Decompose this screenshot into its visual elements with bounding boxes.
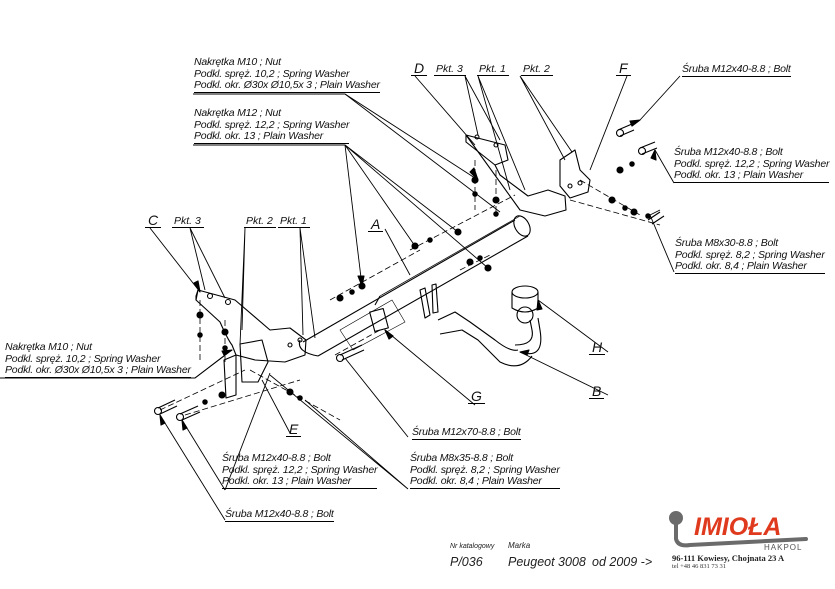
callout-line: Podkl. spręż. 8,2 ; Spring Washer xyxy=(675,248,825,261)
callout-bolt-m12x40-top: Śruba M12x40-8.8 ; Bolt xyxy=(682,63,791,77)
callout-line: Podkl. okr. 8,4 ; Plain Washer xyxy=(410,475,560,489)
logo-text: IMIOŁA xyxy=(694,513,782,541)
part-label-f: F xyxy=(616,61,631,76)
callout-line: Podkl. okr. 13 ; Plain Washer xyxy=(194,130,350,144)
company-address: 96-111 Kowiesy, Chojnata 23 A xyxy=(672,553,785,563)
callout-line: Podkl. okr. 13 ; Plain Washer xyxy=(674,169,830,183)
callout-line: Podkl. okr. Ø30x Ø10,5x 3 ; Plain Washer xyxy=(5,364,191,378)
part-label-g: G xyxy=(468,389,485,404)
part-label-a: A xyxy=(368,217,384,232)
logo-swoosh xyxy=(674,521,808,548)
catalog-number-label: Nr katalogowy xyxy=(450,543,495,550)
hardware-chains xyxy=(159,160,661,421)
callout-line: Podkl. spręż. 10,2 ; Spring Washer xyxy=(194,67,350,80)
part-label-b: B xyxy=(589,384,605,399)
logo-towball-icon xyxy=(669,511,683,525)
leader-arrowheads xyxy=(159,119,657,431)
imiola-hakpol-logo: IMIOŁA HAKPOL xyxy=(669,511,808,552)
right-plate-f xyxy=(559,149,591,199)
part-label-e: E xyxy=(286,422,302,437)
bolts xyxy=(153,123,665,422)
callout-line: Podkl. spręż. 12,2 ; Spring Washer xyxy=(674,157,830,170)
callout-line: Podkl. okr. Ø30x Ø10,5x 3 ; Plain Washer xyxy=(194,79,380,93)
callout-line: Nakrętka M10 ; Nut xyxy=(194,56,281,68)
callout-bolt-m12x70: Śruba M12x70-8.8 ; Bolt xyxy=(412,426,521,440)
part-label-c: C xyxy=(145,213,162,228)
callout-line: Podkl. okr. 13 ; Plain Washer xyxy=(222,475,378,489)
callout-nut-m10-top: Nakrętka M10 ; Nut Podkl. spręż. 10,2 ; … xyxy=(194,56,380,93)
left-bracket-c xyxy=(195,289,307,399)
callout-bolt-m12x40-lowest: Śruba M12x40-8.8 ; Bolt xyxy=(225,508,334,522)
socket-plate-g xyxy=(369,283,439,333)
callout-nut-m12-top: Nakrętka M12 ; Nut Podkl. spręż. 12,2 ; … xyxy=(194,107,350,144)
point-label-pkt2-left: Pkt. 2 xyxy=(244,215,276,228)
year-range: od 2009 -> xyxy=(592,555,653,569)
point-label-pkt2-top: Pkt. 2 xyxy=(521,63,553,76)
point-label-pkt1-left: Pkt. 1 xyxy=(278,215,310,228)
part-label-h: H xyxy=(589,340,606,355)
catalog-number-value: P/036 xyxy=(450,555,483,569)
crossbar-tube xyxy=(298,215,531,357)
point-label-pkt1-top: Pkt. 1 xyxy=(477,63,509,76)
leader-lines xyxy=(0,75,681,521)
logo-subtext: HAKPOL xyxy=(764,543,802,552)
callout-line: Śruba M12x40-8.8 ; Bolt xyxy=(682,63,791,77)
callout-bolt-m12x40-right: Śruba M12x40-8.8 ; Bolt Podkl. spręż. 12… xyxy=(674,146,830,183)
callout-nut-m10-left: Nakrętka M10 ; Nut Podkl. spręż. 10,2 ; … xyxy=(5,341,191,378)
callout-line: Nakrętka M12 ; Nut xyxy=(194,107,281,119)
callout-bolt-m8x30: Śruba M8x30-8.8 ; Bolt Podkl. spręż. 8,2… xyxy=(675,237,825,274)
callout-line: Podkl. spręż. 10,2 ; Spring Washer xyxy=(5,352,161,365)
company-phone: tel +48 46 831 73 31 xyxy=(672,563,727,570)
point-label-pkt3-left: Pkt. 3 xyxy=(172,215,204,228)
callout-bolt-m12x40-bottom: Śruba M12x40-8.8 ; Bolt Podkl. spręż. 12… xyxy=(222,452,378,489)
callout-line: Śruba M8x30-8.8 ; Bolt xyxy=(675,237,778,249)
callout-line: Śruba M12x40-8.8 ; Bolt xyxy=(225,508,334,522)
brand-value: Peugeot 3008 xyxy=(508,555,586,569)
callout-line: Podkl. spręż. 8,2 ; Spring Washer xyxy=(410,463,560,476)
callout-line: Podkl. okr. 8,4 ; Plain Washer xyxy=(675,260,825,274)
callout-line: Podkl. spręż. 12,2 ; Spring Washer xyxy=(222,463,378,476)
callout-line: Nakrętka M10 ; Nut xyxy=(5,341,92,353)
point-label-pkt3-top: Pkt. 3 xyxy=(434,63,466,76)
callout-line: Śruba M8x35-8.8 ; Bolt xyxy=(410,452,513,464)
fastener-nuts xyxy=(196,161,651,405)
callout-line: Śruba M12x70-8.8 ; Bolt xyxy=(412,426,521,440)
callout-line: Śruba M12x40-8.8 ; Bolt xyxy=(674,146,783,158)
right-bracket-d xyxy=(465,134,567,217)
part-label-d: D xyxy=(411,61,428,76)
callout-line: Podkl. spręż. 12,2 ; Spring Washer xyxy=(194,118,350,131)
callout-line: Śruba M12x40-8.8 ; Bolt xyxy=(222,452,331,464)
brand-label: Marka xyxy=(508,541,531,550)
callout-bolt-m8x35: Śruba M8x35-8.8 ; Bolt Podkl. spręż. 8,2… xyxy=(410,452,560,489)
